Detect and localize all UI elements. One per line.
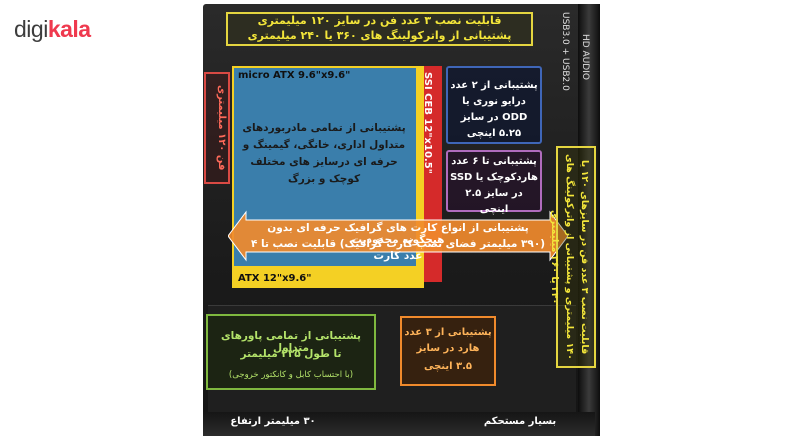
- ssd-text: پشتیبانی تا ۶ عدد هاردکوچک یا SSD در سای…: [450, 156, 538, 215]
- odd-bay-box: [446, 66, 542, 144]
- ssd-bay-box: [446, 150, 542, 212]
- rear-fan-label: فن ۱۲۰ میلیمتری: [216, 85, 227, 171]
- hdd-box: [400, 316, 496, 386]
- bottom-right-label: بسیار مستحکم: [483, 416, 557, 427]
- front-fans-text: قابلیت نصب ۳ عدد فن در سایزهای ۱۲۰ یا ۱۴…: [549, 154, 590, 360]
- logo-part-digi: digi: [14, 16, 48, 42]
- hdd-line1: پشتیبانی از ۳ عدد: [404, 327, 492, 338]
- rear-fan-box: [204, 72, 230, 184]
- case-bottom-edge: [203, 412, 595, 436]
- gpu-arrow: [228, 210, 568, 262]
- odd-text: پشتیبانی از ۲ عدد درایو نوری یا ODD در س…: [450, 80, 538, 139]
- front-io-usb-label: USB3.0 + USB2.0: [560, 12, 570, 91]
- hdd-line3: ۳.۵ اینچی: [423, 361, 473, 372]
- micro-atx-label: micro ATX 9.6"x9.6": [238, 70, 351, 81]
- gpu-line2: (۳۹۰ میلیمتر فضای نصب کارت گرافیک) قابلی…: [250, 238, 546, 262]
- motherboard-text: پشتیبانی از تمامی مادربوردهای متداول ادا…: [242, 122, 406, 185]
- logo-part-kala: kala: [47, 16, 91, 42]
- top-fans-line2: پشتیبانی از واترکولینگ های ۳۶۰ یا ۲۴۰ می…: [247, 29, 512, 42]
- psu-box: [206, 314, 376, 390]
- psu-line2: تا طول ۲۳۵ میلیمتر: [240, 348, 342, 360]
- gpu-line1: پشتیبانی از انواع کارت های گرافیک حرفه ا…: [267, 222, 529, 246]
- front-fans-box: [556, 146, 596, 368]
- bottom-left-label: ۳۰ میلیمتر ارتفاع: [230, 416, 316, 427]
- top-fans-line1: قابلیت نصب ۳ عدد فن در سایز ۱۲۰ میلیمتری: [257, 14, 502, 27]
- digikala-logo: digikala: [14, 16, 91, 43]
- ssi-ceb-label: SSI CEB 12"x10.5": [422, 72, 433, 174]
- hdd-line2: هارد در سایز: [416, 343, 480, 354]
- front-io-audio-label: HD AUDIO: [580, 34, 590, 80]
- top-fans-box: [226, 12, 533, 46]
- psu-line1: پشتیبانی از تمامی پاورهای متداول: [221, 330, 361, 354]
- psu-line3: (با احتساب کابل و کانکتور خروجی): [228, 370, 354, 380]
- atx-label: ATX 12"x9.6": [238, 273, 312, 284]
